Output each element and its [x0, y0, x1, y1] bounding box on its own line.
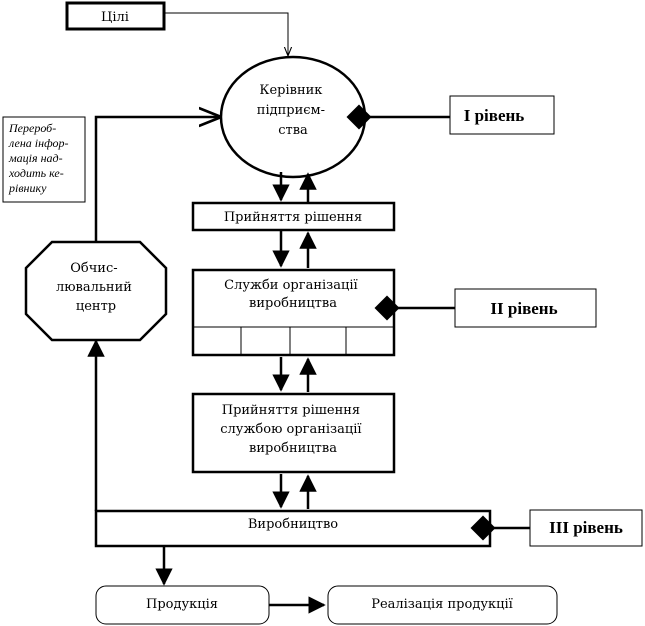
decision2-box: Прийняття рішення службою організації ви…	[191, 392, 396, 474]
services-line-2: виробництва	[249, 296, 337, 311]
computing-center-label: Обчис- лювальний центр	[56, 261, 136, 314]
manager-label: Керівник підприєм- ства	[257, 83, 329, 138]
manager-ellipse: Керівник підприєм- ства	[219, 55, 367, 179]
computing-center-line-3: центр	[76, 299, 116, 314]
realization-label: Реалізація продукції	[371, 597, 513, 612]
level3-label: ІІІ рівень	[549, 518, 623, 537]
decision1-box: Прийняття рішення	[191, 201, 396, 232]
note-line-1: Перероб-	[8, 121, 56, 135]
goals-to-manager-connector	[164, 12, 288, 55]
production-label: Виробництво	[248, 517, 338, 532]
level1-label: І рівень	[464, 106, 525, 125]
services-line-1: Служби організації	[224, 278, 358, 293]
note-text: Перероб- лена інфор- мація над- ходить к…	[8, 121, 71, 195]
services-box: Служби організації виробництва	[191, 268, 396, 357]
computing-center-octagon: Обчис- лювальний центр	[24, 240, 168, 342]
goals-box: Цілі	[65, 1, 166, 31]
computing-to-manager-connector	[94, 117, 219, 242]
computing-center-line-1: Обчис-	[70, 261, 117, 276]
decision2-line-2: службою організації	[220, 422, 362, 437]
decision2-label: Прийняття рішення службою організації ви…	[220, 403, 365, 456]
level3-box: ІІІ рівень	[529, 509, 643, 547]
manager-line-3: ства	[278, 123, 308, 138]
computing-center-line-2: лювальний	[56, 280, 132, 295]
note-line-2: лена інфор-	[8, 136, 68, 150]
decision2-line-1: Прийняття рішення	[222, 403, 360, 418]
note-line-4: ходить ке-	[8, 166, 64, 180]
note-box: Перероб- лена інфор- мація над- ходить к…	[2, 116, 86, 203]
production-box: Виробництво	[94, 509, 492, 548]
product-label: Продукція	[146, 597, 218, 612]
goals-label: Цілі	[101, 10, 129, 25]
services-label: Служби організації виробництва	[224, 278, 362, 311]
level2-label: ІІ рівень	[490, 299, 557, 318]
manager-line-2: підприєм-	[257, 103, 325, 118]
product-box: Продукція	[95, 585, 270, 625]
decision1-label: Прийняття рішення	[224, 210, 362, 225]
decision2-line-3: виробництва	[249, 441, 337, 456]
manager-line-1: Керівник	[259, 83, 322, 98]
realization-box: Реалізація продукції	[327, 585, 558, 625]
note-line-3: мація над-	[8, 151, 63, 165]
note-line-5: рівнику	[8, 181, 47, 195]
level1-box: І рівень	[449, 95, 555, 135]
level2-box: ІІ рівень	[454, 288, 597, 328]
